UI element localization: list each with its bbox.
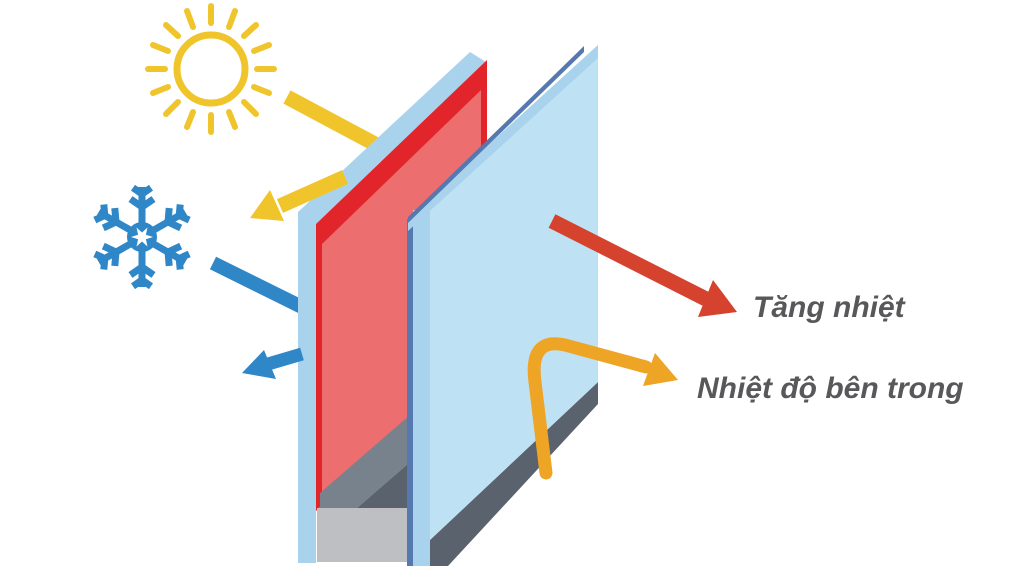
cold-reflected-arrow xyxy=(242,347,304,379)
cold-reflected-arrowhead xyxy=(242,350,276,379)
solar-reflected-arrowhead xyxy=(250,190,284,221)
inner-pane-bottom-edge xyxy=(430,382,598,566)
heat-gain-label: Tăng nhiệt xyxy=(753,291,905,324)
inside-temperature-arrow xyxy=(527,337,678,480)
outer-pane-left-edge xyxy=(298,212,316,563)
spacer-top-face xyxy=(320,415,410,508)
inner-pane-left-navy-line xyxy=(407,219,413,566)
inside-temperature-arrowhead xyxy=(643,353,678,386)
sun-icon xyxy=(145,3,277,135)
solar-ray-incoming-arrow xyxy=(283,90,392,158)
heat-gain-arrowhead xyxy=(698,280,737,317)
inside-temperature-label: Nhiệt độ bên trong xyxy=(697,372,964,405)
snowflake-star-hole xyxy=(131,227,153,247)
snowflake-icon xyxy=(93,184,191,290)
heat-gain-arrow xyxy=(548,214,737,317)
inner-pane-top-navy-line xyxy=(408,46,584,223)
solar-ray-reflected-arrow xyxy=(250,170,349,221)
inner-pane-left-edge xyxy=(413,210,430,566)
cold-incoming-arrow xyxy=(209,256,318,320)
sun-disc xyxy=(173,31,249,107)
spacer-front-face xyxy=(317,508,410,562)
inner-pane-top-edge xyxy=(408,45,598,231)
spacer-shadow-face xyxy=(357,462,410,508)
